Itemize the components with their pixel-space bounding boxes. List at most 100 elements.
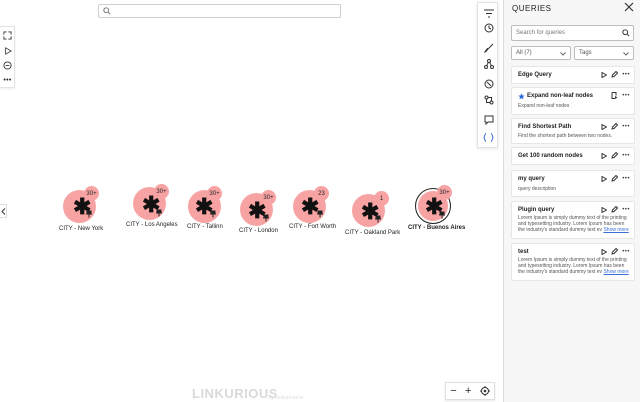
filter-all-value: All (7) — [516, 50, 532, 56]
asterisk-icon: ✱ — [142, 192, 161, 217]
node-degree-badge: 30+ — [207, 186, 222, 201]
query-card[interactable]: Get 100 random nodes ••• — [511, 147, 635, 165]
play-icon[interactable] — [601, 206, 608, 213]
zoom-in-button[interactable]: + — [465, 385, 472, 397]
close-icon[interactable] — [624, 2, 634, 12]
query-card[interactable]: Plugin query Lorem Ipsum is simply dummy… — [511, 201, 635, 239]
query-name: Get 100 random nodes — [518, 153, 583, 159]
more-icon[interactable]: ••• — [622, 92, 630, 99]
pin-icon — [263, 214, 269, 222]
chevron-down-icon — [623, 52, 629, 56]
collapse-left-button[interactable] — [0, 204, 7, 218]
node-degree-badge: 30+ — [84, 186, 99, 201]
query-card[interactable]: test Lorem Ipsum is simply dummy text of… — [511, 243, 635, 281]
history-clock-icon[interactable] — [482, 21, 495, 34]
more-icon[interactable]: ••• — [622, 206, 630, 213]
query-card[interactable]: Expand non-leaf nodes Expand non-leaf no… — [511, 87, 635, 115]
more-icon[interactable]: ••• — [622, 123, 630, 130]
node-label: CITY - New York — [59, 226, 104, 232]
filter-icon[interactable] — [482, 7, 495, 20]
pencil-icon[interactable] — [611, 248, 619, 255]
panel-title: QUERIES — [512, 4, 552, 13]
query-description-text: Lorem Ipsum is simply dummy text of the … — [518, 257, 627, 276]
query-description: query description — [518, 186, 557, 192]
pin-icon — [439, 211, 445, 219]
asterisk-icon: ✱ — [195, 194, 214, 219]
query-description: Expand non-leaf nodes — [518, 103, 570, 109]
graph-search-input[interactable] — [98, 4, 341, 18]
pin-icon — [156, 209, 162, 217]
pin-icon — [210, 210, 216, 218]
pin-icon — [317, 210, 323, 218]
asterisk-icon: ✱ — [248, 198, 267, 223]
node-label: CITY - Oakland Park — [345, 230, 401, 236]
star-icon — [518, 93, 525, 100]
pin-icon — [86, 210, 92, 218]
query-description: Find the shortest path between two nodes… — [518, 133, 613, 139]
play-icon[interactable] — [2, 45, 13, 56]
paint-brush-icon[interactable] — [482, 41, 495, 54]
query-card[interactable]: Edge Query ••• — [511, 66, 635, 84]
show-more-link[interactable]: Show more — [603, 227, 629, 234]
more-icon[interactable]: ••• — [622, 71, 630, 78]
play-icon[interactable] — [601, 123, 608, 130]
query-card[interactable]: Find Shortest Path Find the shortest pat… — [511, 118, 635, 144]
filter-tags-select[interactable]: Tags — [574, 46, 634, 60]
query-card[interactable]: my query query description ••• — [511, 170, 635, 197]
play-icon[interactable] — [601, 71, 608, 78]
run-template-icon[interactable] — [611, 92, 618, 99]
more-options-icon[interactable]: ••• — [3, 77, 12, 84]
query-search-placeholder: Search for queries — [516, 30, 566, 36]
query-search-input[interactable]: Search for queries — [511, 25, 634, 41]
zoom-controls: − + — [445, 382, 495, 400]
chevron-left-icon — [0, 207, 5, 215]
query-name: Expand non-leaf nodes — [527, 93, 594, 99]
locate-target-icon[interactable] — [479, 386, 490, 396]
node-label: CITY - Tallinn — [187, 224, 223, 230]
node-degree-badge: 1 — [374, 191, 389, 206]
query-name: Plugin query — [518, 207, 555, 213]
more-icon[interactable]: ••• — [622, 152, 630, 159]
compass-icon[interactable] — [482, 77, 495, 90]
pencil-icon[interactable] — [611, 175, 619, 182]
query-description: Lorem Ipsum is simply dummy text of the … — [518, 215, 630, 234]
play-icon[interactable] — [601, 175, 608, 182]
node-label: CITY - London — [239, 228, 278, 234]
asterisk-icon: ✱ — [425, 194, 444, 219]
node-degree-badge: 23 — [314, 186, 329, 201]
query-name: test — [518, 249, 529, 255]
node-label: CITY - Fort Worth — [289, 224, 337, 230]
queries-braces-icon[interactable] — [482, 131, 495, 144]
minus-circle-icon[interactable] — [2, 60, 13, 71]
filter-tags-value: Tags — [579, 50, 592, 56]
pencil-icon[interactable] — [611, 206, 619, 213]
graph-canvas[interactable]: ••• 30+ ✱ CIT — [0, 0, 503, 402]
search-icon — [103, 7, 111, 15]
zoom-out-button[interactable]: − — [450, 385, 457, 397]
layout-icon[interactable] — [482, 93, 495, 106]
query-name: Edge Query — [518, 72, 552, 78]
more-icon[interactable]: ••• — [622, 175, 630, 182]
node-degree-badge: 30+ — [154, 184, 169, 199]
brand-subtitle: By Linkurious.io — [268, 395, 304, 401]
play-icon[interactable] — [601, 152, 608, 159]
right-toolbar — [477, 2, 498, 148]
show-more-link[interactable]: Show more — [603, 269, 629, 276]
node-degree-badge: 30+ — [261, 190, 276, 205]
filter-all-select[interactable]: All (7) — [511, 46, 571, 60]
more-icon[interactable]: ••• — [622, 248, 630, 255]
pencil-icon[interactable] — [611, 71, 619, 78]
left-toolbar: ••• — [0, 26, 15, 88]
play-icon[interactable] — [601, 248, 608, 255]
pencil-icon[interactable] — [611, 152, 619, 159]
comment-icon[interactable] — [482, 113, 495, 126]
chevron-down-icon — [560, 52, 566, 56]
query-name: Find Shortest Path — [518, 124, 572, 130]
fullscreen-icon[interactable] — [2, 30, 13, 41]
query-name: my query — [518, 176, 545, 182]
node-label: CITY - Buenos Aires — [408, 225, 466, 231]
asterisk-icon: ✱ — [361, 199, 380, 224]
graph-nodes-icon[interactable] — [482, 57, 495, 70]
pencil-icon[interactable] — [611, 123, 619, 130]
queries-panel: QUERIES Search for queries All (7) Tags … — [503, 0, 640, 402]
